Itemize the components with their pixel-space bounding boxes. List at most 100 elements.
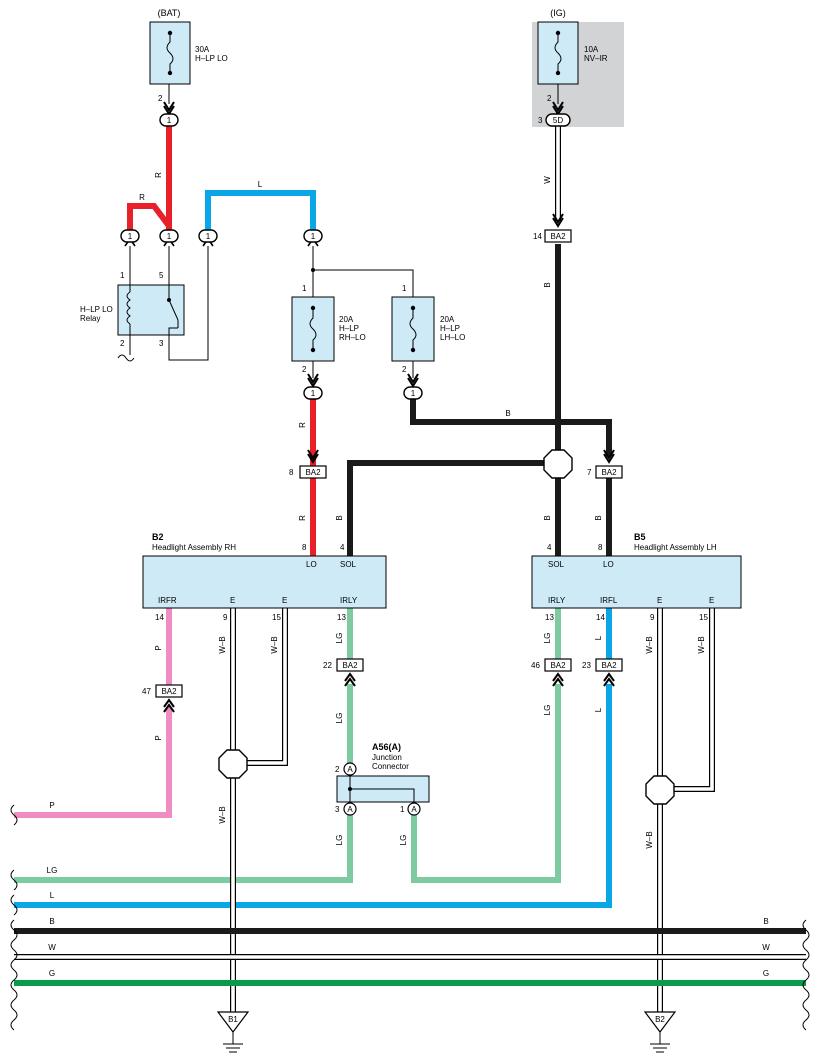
lbl-w-bus-right: W (762, 943, 770, 952)
junction-letter-3: A (347, 805, 353, 814)
b2-term-e2: E (282, 596, 287, 605)
relay-pin-5: 5 (159, 271, 164, 280)
fuse-lh-pin2: 2 (402, 365, 407, 374)
wire-relay-pin3 (168, 252, 209, 361)
lbl-l-lh-1: L (594, 635, 603, 640)
bat-fuse-name: H–LP LO (195, 54, 228, 63)
ba2-23-name: BA2 (601, 661, 617, 670)
bat-connector (159, 113, 179, 127)
ba2-22-pin: 22 (323, 661, 332, 670)
lbl-b-bus-left: B (49, 917, 54, 926)
b5-term-sol: SOL (548, 560, 565, 569)
ig-label: (IG) (550, 8, 566, 18)
lbl-wb-lh-1: W–B (645, 636, 654, 653)
b2-pin-e2: 15 (272, 613, 281, 622)
lbl-b-sol-rh: B (335, 515, 344, 520)
junction-pin-1: 1 (400, 805, 405, 814)
lbl-p-1: P (154, 645, 163, 650)
ba2-7-pin: 7 (587, 468, 592, 477)
ground-b1-icon (216, 1011, 250, 1053)
ba2-8 (299, 449, 327, 479)
ig-fuse-name: NV–IR (584, 54, 608, 63)
lbl-lg-lh-2: LG (543, 705, 552, 716)
lbl-w-ig: W (543, 176, 552, 184)
b5-term-e2: E (709, 596, 714, 605)
break-marks (10, 354, 810, 1031)
lbl-r-rh-1: R (298, 422, 307, 428)
b5-pin-e2: 15 (699, 613, 708, 622)
ba2-14-pin: 14 (533, 232, 542, 241)
junction-code: A56(A) (372, 742, 401, 752)
b5-term-irfl: IRFL (600, 596, 618, 605)
b2-code: B2 (152, 532, 164, 542)
ba2-7 (595, 449, 623, 479)
ba2-22-name: BA2 (342, 661, 358, 670)
lbl-wb-lh-2: W–B (697, 636, 706, 653)
b5-pin-lo: 8 (598, 543, 603, 552)
relay-pin-3: 3 (159, 339, 164, 348)
b5-box (531, 555, 742, 609)
lbl-b-lh-fuse: B (505, 409, 510, 418)
relay-box (117, 284, 185, 336)
ground-b2-label: B2 (655, 1015, 665, 1024)
ig-connector-num: 5D (553, 116, 563, 125)
b2-pin-irly: 13 (337, 613, 346, 622)
wire-wb-lh (657, 608, 715, 1012)
fuse-lh-connector: 1 (411, 389, 416, 398)
b5-code: B5 (634, 532, 646, 542)
junction-pin-2: 2 (335, 765, 340, 774)
lbl-l-top: L (258, 180, 263, 189)
fuse-rh-pin2: 2 (302, 365, 307, 374)
lbl-g-bus-right: G (763, 969, 769, 978)
ig-connector-pin: 3 (538, 116, 543, 125)
lbl-lg-j1: LG (399, 835, 408, 846)
ba2-22 (336, 658, 364, 687)
b2-term-e1: E (230, 596, 235, 605)
b2-term-lo: LO (306, 560, 317, 569)
ba2-47-pin: 47 (142, 687, 151, 696)
b2-term-irfr: IRFR (158, 596, 177, 605)
ba2-7-name: BA2 (601, 468, 617, 477)
b2-pin-sol: 4 (340, 543, 345, 552)
ba2-46-pin: 46 (531, 661, 540, 670)
wire-wb-rh (230, 608, 288, 1012)
ground-b2-icon (643, 1011, 677, 1053)
bat-label: (BAT) (158, 8, 181, 18)
b5-name: Headlight Assembly LH (634, 543, 717, 552)
relay-name-1: H–LP LO (80, 305, 113, 314)
b5-term-lo: LO (603, 560, 614, 569)
fuse-lh-pin1: 1 (402, 284, 407, 293)
lbl-b-lo-lh: B (594, 515, 603, 520)
ig-fuse-rating: 10A (584, 45, 599, 54)
b5-pin-sol: 4 (547, 543, 552, 552)
fuse-rh-connector: 1 (311, 389, 316, 398)
fuse-rh-rating: 20A (339, 315, 354, 324)
ba2-14-name: BA2 (550, 232, 566, 241)
relay-conn-2: 1 (167, 232, 172, 241)
fuse-rh-pin1: 1 (302, 284, 307, 293)
relay-pin-1: 1 (120, 271, 125, 280)
b5-term-e1: E (657, 596, 662, 605)
ig-pin: 2 (547, 94, 552, 103)
b2-term-sol: SOL (340, 560, 357, 569)
ba2-14 (544, 213, 572, 243)
junction-letter-1: A (411, 805, 417, 814)
fuse-lh-line1: H–LP (440, 324, 460, 333)
ba2-47 (155, 684, 183, 713)
wire-r-bat (127, 126, 172, 236)
lbl-wb-lh-3: W–B (645, 831, 654, 848)
bat-fuse-rating: 30A (195, 45, 210, 54)
wire-b-sol-rh (347, 460, 545, 558)
junction-letter-2: A (347, 765, 353, 774)
b2-pin-lo: 8 (302, 543, 307, 552)
b2-box (142, 555, 387, 609)
b2-name: Headlight Assembly RH (152, 543, 236, 552)
relay-pin-2: 2 (120, 339, 125, 348)
ba2-46 (544, 658, 572, 687)
lbl-wb-rh-2: W–B (270, 636, 279, 653)
junction-internal (348, 776, 415, 802)
bat-connector-num: 1 (167, 116, 172, 125)
splice-b (543, 449, 573, 479)
lbl-p-2: P (154, 735, 163, 740)
fuse-lh-rating: 20A (440, 315, 455, 324)
